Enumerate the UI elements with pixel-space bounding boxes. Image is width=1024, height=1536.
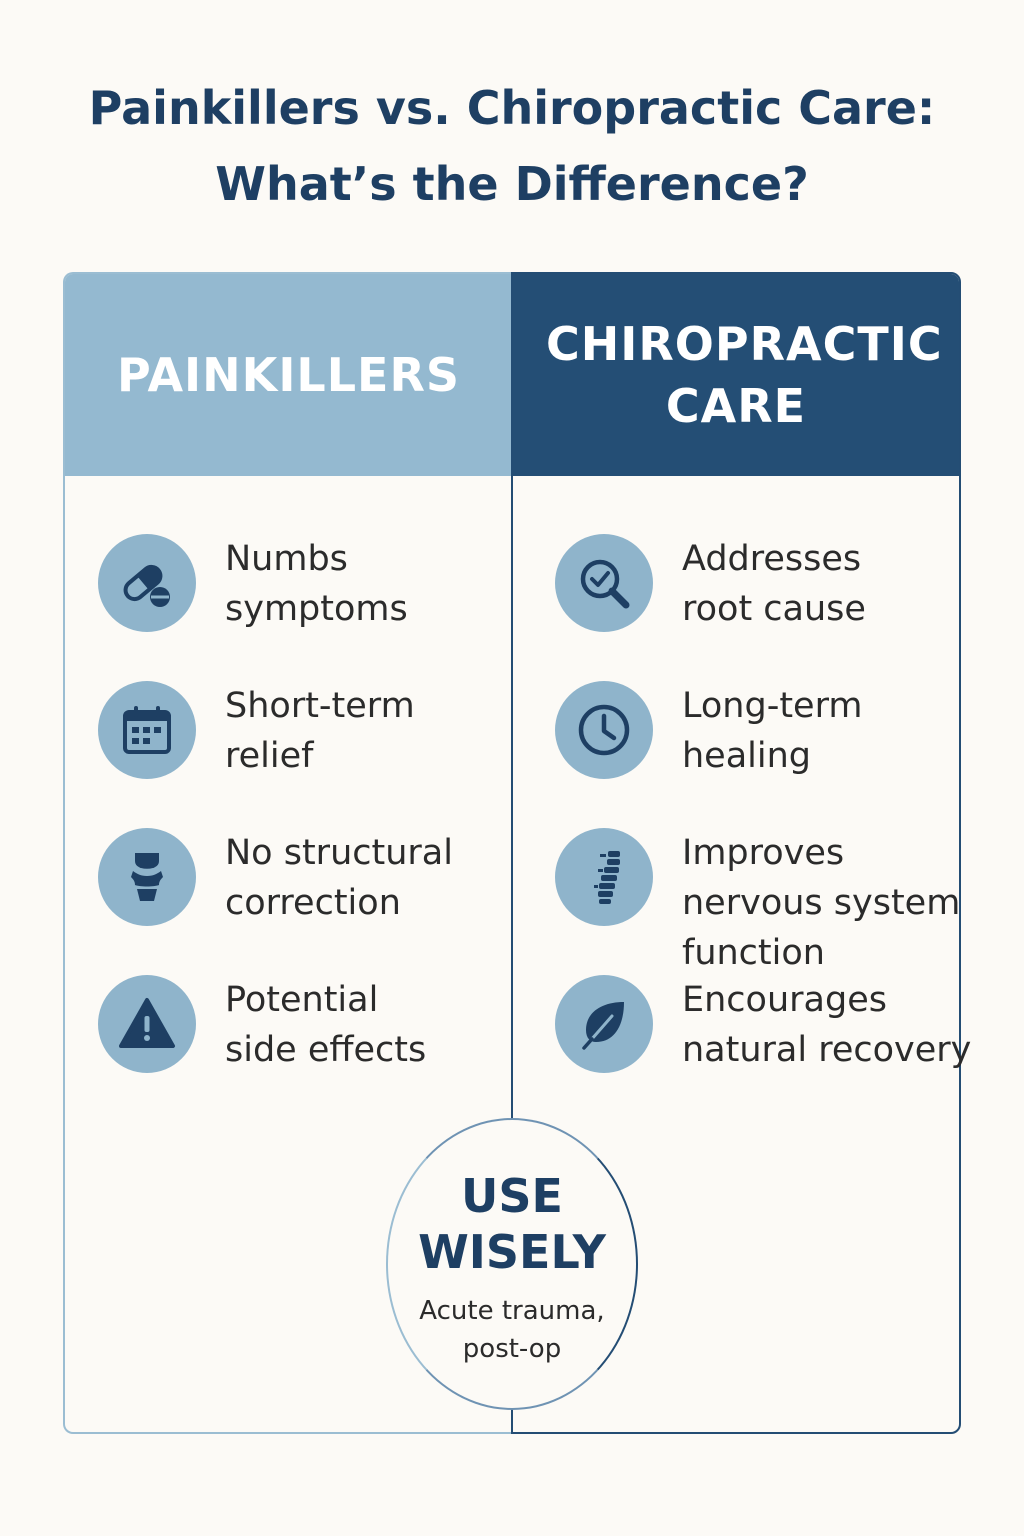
page-title: Painkillers vs. Chiropractic Care: What’… [0, 70, 1024, 222]
clock-icon [555, 681, 653, 779]
chiropractic-header: CHIROPRACTIC CARE [513, 274, 959, 476]
badge-title: USE WISELY [418, 1169, 606, 1279]
magnifier-check-icon [555, 534, 653, 632]
chiropractic-item-root-cause: Addresses root cause [555, 534, 866, 634]
chiropractic-item-natural-recovery: Encourages natural recovery [555, 975, 971, 1075]
painkillers-header: PAINKILLERS [65, 274, 512, 476]
item-text: Addresses root cause [682, 539, 866, 629]
leaf-icon [555, 975, 653, 1073]
painkillers-item-numbs: Numbs symptoms [98, 534, 408, 634]
item-text: Numbs symptoms [225, 539, 408, 629]
spine-icon [555, 828, 653, 926]
item-text: No structural correction [225, 833, 453, 923]
item-text: Encourages natural recovery [682, 980, 972, 1070]
warning-icon [98, 975, 196, 1073]
chiropractic-panel: CHIROPRACTIC CARE [511, 272, 961, 1434]
calendar-icon [98, 681, 196, 779]
title-line-1: Painkillers vs. Chiropractic Care: [88, 81, 936, 135]
badge-subtitle: Acute trauma, post-op [419, 1296, 605, 1364]
chiropractic-header-label: CHIROPRACTIC CARE [546, 317, 943, 433]
title-line-2: What’s the Difference? [215, 157, 809, 211]
item-text: Long-term healing [682, 686, 863, 776]
item-text: Potential side effects [225, 980, 427, 1070]
painkillers-header-label: PAINKILLERS [116, 348, 461, 402]
painkillers-item-structural: No structural correction [98, 828, 453, 928]
painkillers-item-side-effects: Potential side effects [98, 975, 426, 1075]
use-wisely-badge: USE WISELY Acute trauma, post-op [386, 1118, 638, 1410]
painkillers-item-short-term: Short-term relief [98, 681, 415, 781]
chiropractic-item-nervous-system: Improves nervous system function [555, 828, 960, 978]
chiropractic-item-long-term: Long-term healing [555, 681, 862, 781]
joint-icon [98, 828, 196, 926]
item-text: Improves nervous system function [682, 833, 961, 973]
pill-icon [98, 534, 196, 632]
item-text: Short-term relief [225, 686, 415, 776]
